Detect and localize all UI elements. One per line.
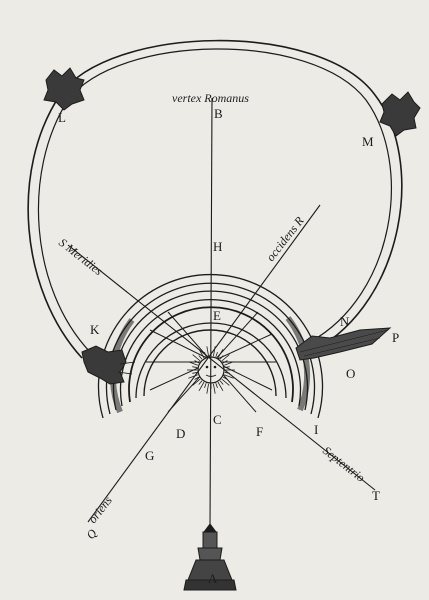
comet-N-icon	[295, 327, 392, 361]
label-L: L	[58, 110, 66, 125]
label-Q: Q	[83, 526, 100, 542]
sun-ray	[215, 352, 218, 357]
sun-ray	[194, 360, 200, 364]
sun-ray	[192, 372, 198, 374]
sun-ray	[188, 374, 198, 379]
sun-ray	[219, 380, 224, 385]
sun-ray	[192, 366, 198, 368]
sun-ray	[206, 346, 209, 357]
comet-M-icon	[379, 91, 421, 137]
sun-ray	[215, 383, 218, 388]
label-K: K	[90, 322, 100, 337]
sun-ray	[221, 354, 230, 362]
sun-ray	[217, 381, 224, 391]
label-B: B	[214, 106, 223, 121]
label-I: I	[314, 422, 318, 437]
sun-ray	[194, 376, 200, 380]
label-O: O	[346, 366, 355, 381]
observer-tower-icon	[183, 523, 237, 591]
label-C: C	[213, 412, 222, 427]
oriens-occidens-line	[87, 204, 321, 523]
label-occidens: occidens R	[263, 213, 307, 263]
meridies-septentrio-line	[67, 244, 376, 491]
sun-ray	[188, 361, 198, 366]
sun-ray	[222, 376, 228, 380]
sun-ray	[219, 355, 224, 360]
sun-ray	[192, 354, 201, 362]
sun-ray	[221, 378, 230, 386]
sun-ray	[198, 355, 203, 360]
vertical-axis	[209, 97, 213, 529]
sun-ray	[222, 360, 228, 364]
outer-orbit	[27, 39, 403, 359]
sun-ray	[206, 383, 209, 394]
comet-L-icon	[43, 67, 85, 111]
sun-ray	[224, 366, 230, 368]
label-meridies: S Meridies	[56, 235, 106, 278]
label-oriens: oriens	[85, 493, 115, 526]
comet-K-icon	[81, 345, 136, 385]
label-G: G	[145, 448, 154, 463]
sun-ray	[224, 361, 234, 366]
label-D: D	[176, 426, 185, 441]
label-vertex-romanus: vertex Romanus	[172, 91, 249, 105]
label-E: E	[213, 308, 221, 323]
sun-ray	[213, 383, 216, 394]
label-M: M	[362, 134, 374, 149]
sun-ray	[192, 378, 201, 386]
sun-ray	[198, 381, 205, 391]
sun-ray	[224, 374, 234, 379]
label-N: N	[340, 314, 350, 329]
sun-ray	[198, 380, 203, 385]
label-A: A	[208, 571, 218, 586]
label-P: P	[392, 330, 399, 345]
label-septentrio: Septentrio	[320, 443, 367, 484]
label-F: F	[256, 424, 263, 439]
sun-ray	[204, 383, 207, 388]
label-T: T	[372, 488, 380, 503]
label-H: H	[213, 239, 222, 254]
sun-ray	[217, 349, 224, 359]
